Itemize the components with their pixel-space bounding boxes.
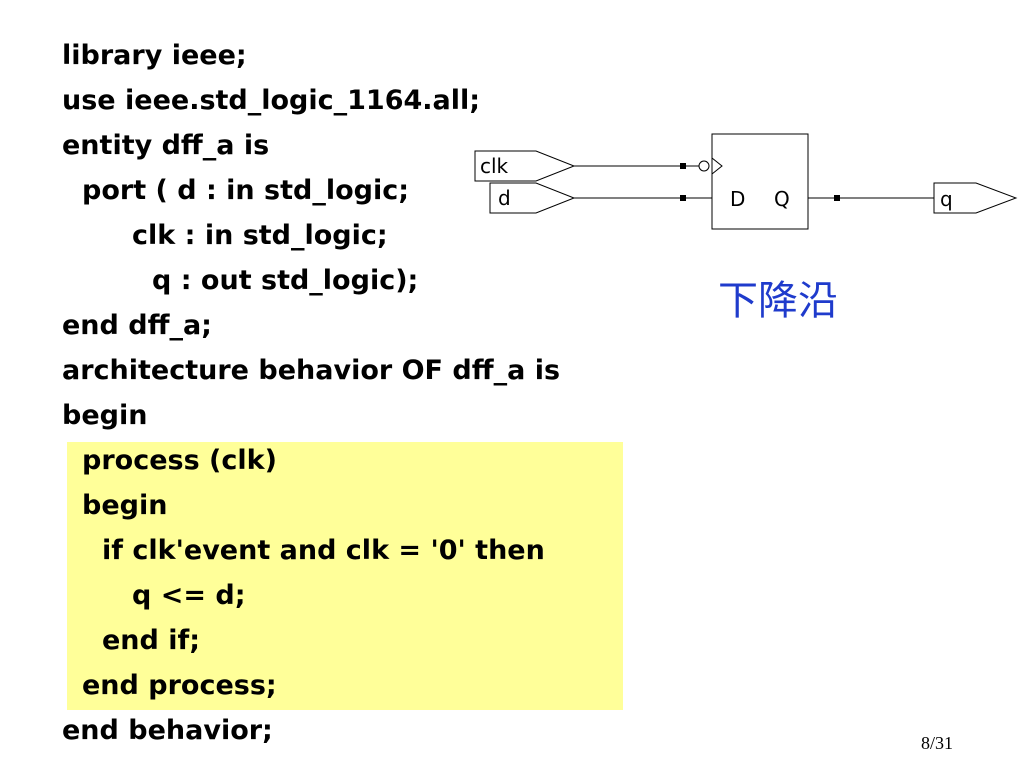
code-line-port-clk: clk : in std_logic; (132, 220, 388, 251)
code-line-process-begin: begin (82, 490, 168, 521)
q-output-port (933, 182, 1018, 214)
falling-edge-annotation: 下降沿 (718, 278, 838, 324)
code-line-port-q: q : out std_logic); (152, 265, 419, 296)
d-wire-node (680, 195, 686, 201)
dff-block (711, 133, 809, 230)
code-line-entity: entity dff_a is (62, 130, 270, 161)
code-line-architecture: architecture behavior OF dff_a is (62, 355, 561, 386)
clk-wire-node (680, 163, 686, 169)
code-line-port-d: port ( d : in std_logic; (82, 175, 410, 206)
code-line-assign: q <= d; (132, 580, 246, 611)
code-line-end-entity: end dff_a; (62, 310, 212, 341)
dff-pin-d-label: D (730, 187, 745, 211)
clk-input-port (474, 150, 576, 182)
code-line-if: if clk'event and clk = '0' then (102, 535, 545, 566)
code-line-begin: begin (62, 400, 148, 431)
clk-input-label: clk (480, 154, 509, 178)
q-output-label: q (940, 187, 953, 211)
clock-edge-marker (711, 157, 723, 175)
dff-pin-q-label: Q (774, 187, 790, 211)
code-line-end-process: end process; (82, 670, 277, 701)
dff-circuit-diagram: clk d D Q q (474, 133, 1018, 230)
highlighted-process-block (67, 442, 623, 710)
d-input-label: d (498, 186, 511, 210)
code-line-end-if: end if; (102, 625, 201, 656)
code-line-library: library ieee; (62, 40, 247, 71)
code-line-end-behavior: end behavior; (62, 715, 273, 746)
page-number: 8/31 (921, 733, 954, 753)
code-line-use: use ieee.std_logic_1164.all; (62, 85, 481, 116)
q-wire-node (834, 195, 840, 201)
code-line-process: process (clk) (82, 445, 277, 476)
clk-inversion-bubble (698, 160, 710, 172)
d-input-port (489, 182, 576, 214)
